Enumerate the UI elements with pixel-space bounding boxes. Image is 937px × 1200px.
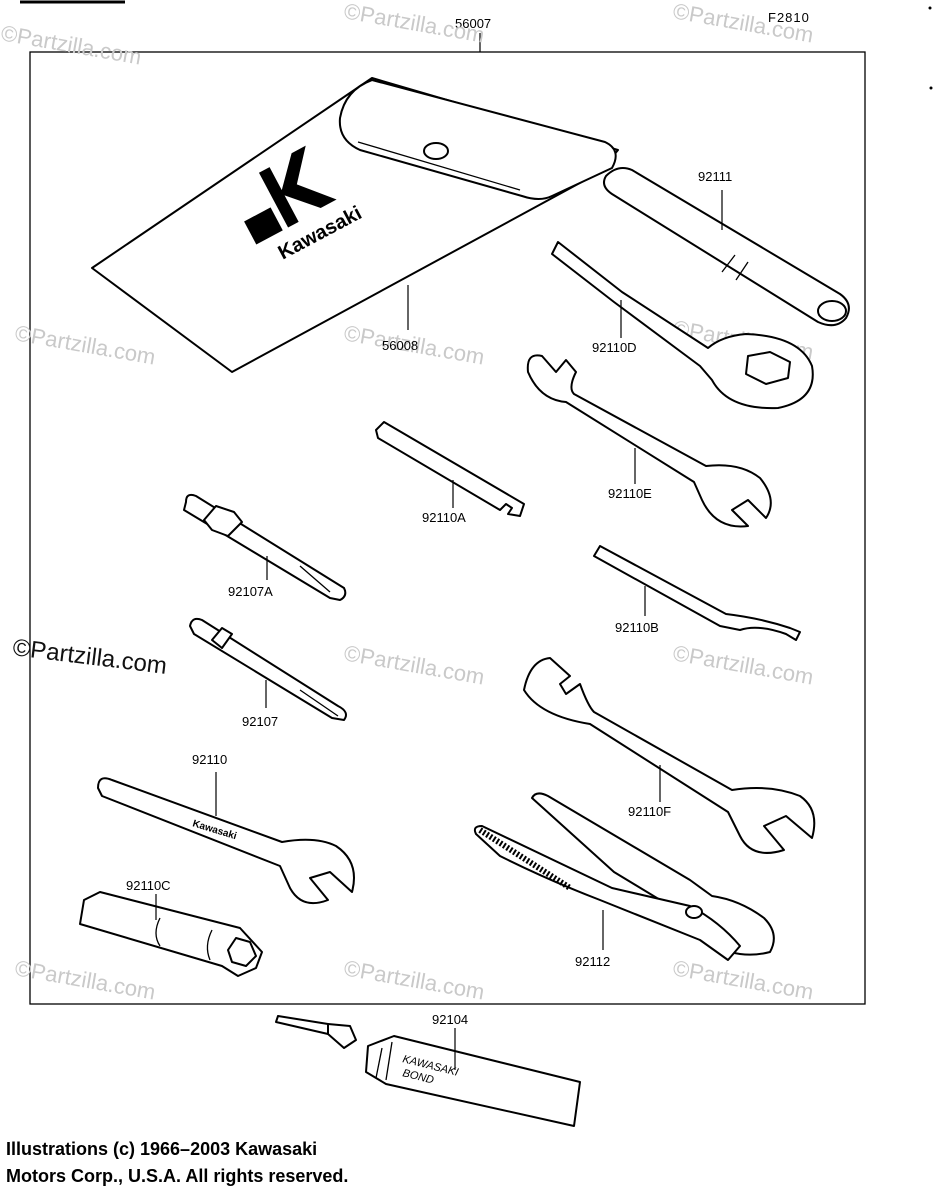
watermark: ©Partzilla.com: [0, 20, 143, 69]
label-screwdriver-a: 92107A: [228, 584, 273, 599]
label-pliers: 92112: [575, 954, 610, 969]
tool-handle-bar: [603, 167, 850, 327]
copyright-line-1: Illustrations (c) 1966–2003 Kawasaki: [6, 1139, 318, 1159]
watermark-text: Partzilla.com: [29, 958, 157, 1004]
tool-open-wrench: Kawasaki: [97, 772, 355, 904]
tool-screwdriver-a: [183, 493, 347, 601]
watermark-symbol: ©: [342, 0, 362, 26]
watermark-text: Partzilla.com: [358, 643, 486, 689]
tool-pliers: [473, 792, 775, 961]
tool-plug-socket: [79, 891, 263, 977]
watermark-symbol: ©: [342, 320, 362, 347]
watermark-text: Partzilla.com: [29, 636, 169, 680]
tool-spoke-wrench: [375, 421, 525, 517]
tool-open-wrench-f: [523, 657, 816, 854]
watermark-text: Partzilla.com: [15, 23, 143, 69]
label-pouch: 56008: [382, 338, 418, 353]
watermark-text: Partzilla.com: [687, 958, 815, 1004]
tool-pouch: Kawasaki: [91, 77, 619, 373]
watermark-symbol: ©: [342, 955, 362, 982]
tool-screwdriver: [189, 617, 347, 721]
watermark-symbol: ©: [671, 0, 691, 26]
watermark-text: Partzilla.com: [358, 958, 486, 1004]
label-hook-wrench: 92110B: [615, 620, 659, 635]
tool-box-wrench: [551, 241, 814, 410]
watermark-text: Partzilla.com: [358, 323, 486, 369]
figure-code: F2810: [768, 10, 810, 25]
watermark-symbol: ©: [13, 955, 33, 982]
watermark-text: Partzilla.com: [29, 323, 157, 369]
watermark: ©Partzilla.com: [342, 640, 486, 689]
watermark: ©Partzilla.com: [13, 320, 157, 369]
label-open-wrench-f: 92110F: [628, 804, 671, 819]
tool-open-wrench-e: [526, 354, 772, 528]
label-box-wrench: 92110D: [592, 340, 637, 355]
watermark-text: Partzilla.com: [358, 1, 486, 47]
label-kit: 56007: [455, 16, 491, 31]
label-plug-socket: 92110C: [126, 878, 171, 893]
watermark-symbol: ©: [671, 955, 691, 982]
watermark: ©Partzilla.com: [342, 955, 486, 1004]
kit-frame: [29, 51, 866, 1005]
watermark-dark: ©Partzilla.com: [11, 634, 168, 680]
watermark-symbol: ©: [671, 640, 691, 667]
watermark: ©Partzilla.com: [671, 955, 815, 1004]
label-screwdriver: 92107: [242, 714, 278, 729]
watermark: ©Partzilla.com: [671, 0, 815, 48]
watermark-symbol: ©: [11, 634, 32, 663]
watermark-text: Partzilla.com: [687, 643, 815, 689]
edge-dot: [929, 86, 933, 90]
label-spoke-wrench: 92110A: [422, 510, 466, 525]
copyright-line-2: Motors Corp., U.S.A. All rights reserved…: [6, 1166, 349, 1186]
label-bond: 92104: [432, 1012, 468, 1027]
edge-dot: [928, 6, 932, 10]
watermark-text: Partzilla.com: [687, 1, 815, 47]
tool-hook-wrench: [593, 545, 801, 641]
watermark-symbol: ©: [13, 320, 33, 347]
label-open-wrench: 92110: [192, 752, 227, 767]
label-open-wrench-e: 92110E: [608, 486, 652, 501]
copyright-notice: Illustrations (c) 1966–2003 Kawasaki Mot…: [6, 1136, 348, 1190]
tool-bond-tube: KAWASAKI BOND: [275, 1015, 581, 1127]
watermark-symbol: ©: [342, 640, 362, 667]
label-handle: 92111: [698, 169, 732, 184]
watermark: ©Partzilla.com: [671, 640, 815, 689]
watermark: ©Partzilla.com: [342, 0, 486, 48]
watermark: ©Partzilla.com: [13, 955, 157, 1004]
watermark-symbol: ©: [0, 20, 19, 47]
